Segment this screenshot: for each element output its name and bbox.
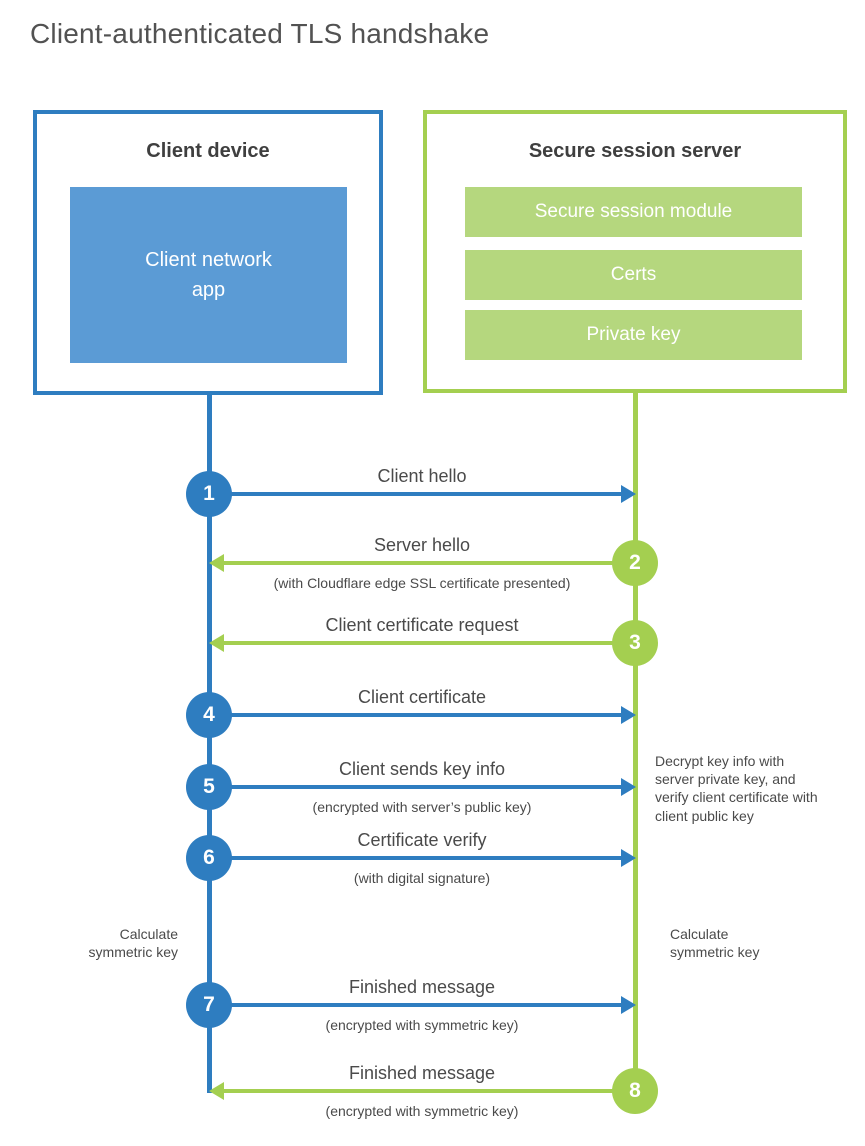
- client-network-app-box: Client network app: [70, 187, 347, 363]
- step-1-arrow: [209, 492, 623, 496]
- secure-session-server-heading: Secure session server: [528, 140, 742, 162]
- step-6-circle: 6: [186, 835, 232, 881]
- step-5-circle: 5: [186, 764, 232, 810]
- step-2-arrowhead-icon: [209, 554, 224, 572]
- step-7-sublabel: (encrypted with symmetric key): [325, 1017, 519, 1033]
- step-6-sublabel: (with digital signature): [353, 870, 491, 886]
- step-5-sublabel: (encrypted with server’s public key): [312, 799, 532, 815]
- step-7-circle: 7: [186, 982, 232, 1028]
- step-1-circle: 1: [186, 471, 232, 517]
- step-8-arrow: [221, 1089, 635, 1093]
- step-7-arrow: [209, 1003, 623, 1007]
- step-2-arrow: [221, 561, 635, 565]
- decrypt-note: Decrypt key info with server private key…: [655, 753, 818, 824]
- step-5-arrowhead-icon: [621, 778, 636, 796]
- step-3-arrowhead-icon: [209, 634, 224, 652]
- step-6-arrowhead-icon: [621, 849, 636, 867]
- step-4-label: Client certificate: [357, 687, 487, 707]
- step-1-label: Client hello: [377, 466, 467, 486]
- step-8-circle: 8: [612, 1068, 658, 1114]
- step-7-label: Finished message: [348, 977, 496, 997]
- secure-session-server-box: Secure session server Secure session mod…: [423, 110, 847, 393]
- secure-session-module-box: Secure session module: [465, 187, 802, 237]
- step-8-label: Finished message: [348, 1063, 496, 1083]
- step-2-sublabel: (with Cloudflare edge SSL certificate pr…: [273, 575, 571, 591]
- calculate-symmetric-key-left: Calculate symmetric key: [88, 926, 178, 961]
- client-device-heading: Client device: [146, 140, 270, 162]
- private-key-box: Private key: [465, 310, 802, 360]
- step-6-label: Certificate verify: [357, 830, 487, 850]
- step-4-arrow: [209, 713, 623, 717]
- calculate-symmetric-key-right: Calculate symmetric key: [670, 926, 760, 961]
- certs-box: Certs: [465, 250, 802, 300]
- step-3-circle: 3: [612, 620, 658, 666]
- server-lifeline: [633, 393, 638, 1091]
- client-device-box: Client device Client network app: [33, 110, 383, 395]
- step-8-sublabel: (encrypted with symmetric key): [325, 1103, 519, 1119]
- step-5-arrow: [209, 785, 623, 789]
- diagram-title: Client-authenticated TLS handshake: [30, 18, 490, 49]
- step-2-label: Server hello: [373, 535, 471, 555]
- step-3-label: Client certificate request: [325, 615, 519, 635]
- step-8-arrowhead-icon: [209, 1082, 224, 1100]
- step-4-arrowhead-icon: [621, 706, 636, 724]
- step-5-label: Client sends key info: [338, 759, 506, 779]
- step-7-arrowhead-icon: [621, 996, 636, 1014]
- step-6-arrow: [209, 856, 623, 860]
- client-lifeline: [207, 395, 212, 1093]
- step-2-circle: 2: [612, 540, 658, 586]
- step-4-circle: 4: [186, 692, 232, 738]
- step-3-arrow: [221, 641, 635, 645]
- step-1-arrowhead-icon: [621, 485, 636, 503]
